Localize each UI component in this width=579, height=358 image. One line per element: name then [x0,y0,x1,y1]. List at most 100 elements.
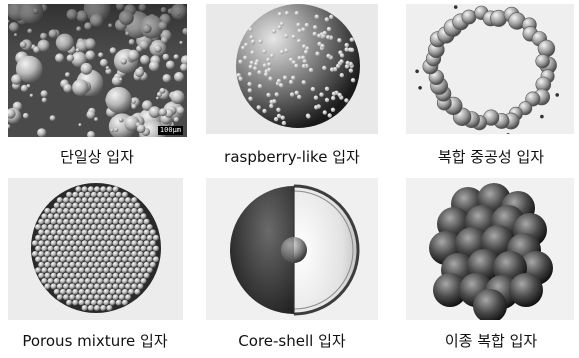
porous-bead [54,256,60,262]
porous-bead [113,283,119,289]
porous-bead [116,235,122,241]
porous-bead [110,246,116,252]
porous-bead [88,197,94,203]
porous-bead [97,256,103,262]
porous-bead [38,273,44,279]
porous-bead [134,267,140,273]
porous-bead [131,251,137,257]
porous-bead [128,256,134,262]
porous-bead [44,229,50,235]
porous-bead [79,300,85,306]
raspberry-particle-svg [206,4,378,134]
porous-bead [72,267,78,273]
porous-bead [54,224,60,230]
porous-bead [75,208,81,214]
porous-bead [88,294,94,300]
porous-bead [85,213,91,219]
porous-bead [97,224,103,230]
porous-bead [94,294,100,300]
porous-bead [51,219,57,225]
porous-bead [51,208,57,214]
porous-bead [110,289,116,295]
porous-bead [141,256,147,262]
raspberry-bump [344,98,348,102]
porous-bead [100,208,106,214]
raspberry-bump [263,63,267,67]
raspberry-bump [258,84,262,88]
porous-bead [94,305,100,311]
porous-bead [106,251,112,257]
porous-bead [94,229,100,235]
porous-bead [48,235,54,241]
porous-bead [100,240,106,246]
porous-bead [144,219,150,225]
porous-bead [41,267,47,273]
porous-bead [97,192,103,198]
porous-bead [116,300,122,306]
porous-bead [144,229,150,235]
caption-heterogeneous-composite-particle: 이종 복합 입자 [396,330,579,351]
porous-bead [144,262,150,268]
raspberry-bump [337,38,341,42]
caption-raspberry-like-particle: raspberry-like 입자 [197,146,387,167]
porous-bead [54,278,60,284]
porous-bead [144,251,150,257]
porous-bead [66,246,72,252]
raspberry-bump [280,22,284,26]
porous-bead [134,235,140,241]
porous-bead [82,262,88,268]
porous-bead [106,262,112,268]
porous-bead [69,208,75,214]
raspberry-bump [297,39,301,43]
raspberry-bump [302,64,306,68]
porous-bead [131,229,137,235]
porous-bead [60,235,66,241]
porous-bead [75,229,81,235]
raspberry-bump [331,96,335,100]
raspberry-bump [282,121,286,125]
porous-bead [106,294,112,300]
raspberry-bump [320,44,324,48]
porous-bead [122,278,128,284]
porous-bead [88,305,94,311]
porous-bead [113,262,119,268]
porous-bead [119,273,125,279]
porous-bead [97,235,103,241]
raspberry-bump [238,77,242,81]
porous-bead [35,235,41,241]
porous-bead [66,224,72,230]
porous-bead [100,262,106,268]
porous-bead [125,197,131,203]
porous-bead [48,213,54,219]
porous-bead [134,213,140,219]
porous-bead [63,208,69,214]
porous-bead [41,246,47,252]
porous-bead [116,267,122,273]
porous-bead [57,273,63,279]
porous-bead [137,219,143,225]
porous-bead [82,294,88,300]
porous-bead [66,289,72,295]
porous-bead [94,273,100,279]
raspberry-bump [297,29,301,33]
porous-bead [75,240,81,246]
porous-bead [57,240,63,246]
porous-bead [63,240,69,246]
ring-small-particle [506,133,510,134]
raspberry-bump [297,95,301,99]
raspberry-bump [243,56,247,60]
porous-bead [125,240,131,246]
porous-bead [103,224,109,230]
raspberry-bump [254,62,258,66]
raspberry-bump [238,60,242,64]
porous-bead [106,197,112,203]
porous-bead [131,240,137,246]
porous-bead [66,235,72,241]
porous-bead [122,267,128,273]
ring-bead [536,54,550,68]
porous-bead [82,208,88,214]
porous-bead [54,203,60,209]
porous-bead [137,262,143,268]
raspberry-bump [323,110,327,114]
ring-small-particle [415,70,419,74]
